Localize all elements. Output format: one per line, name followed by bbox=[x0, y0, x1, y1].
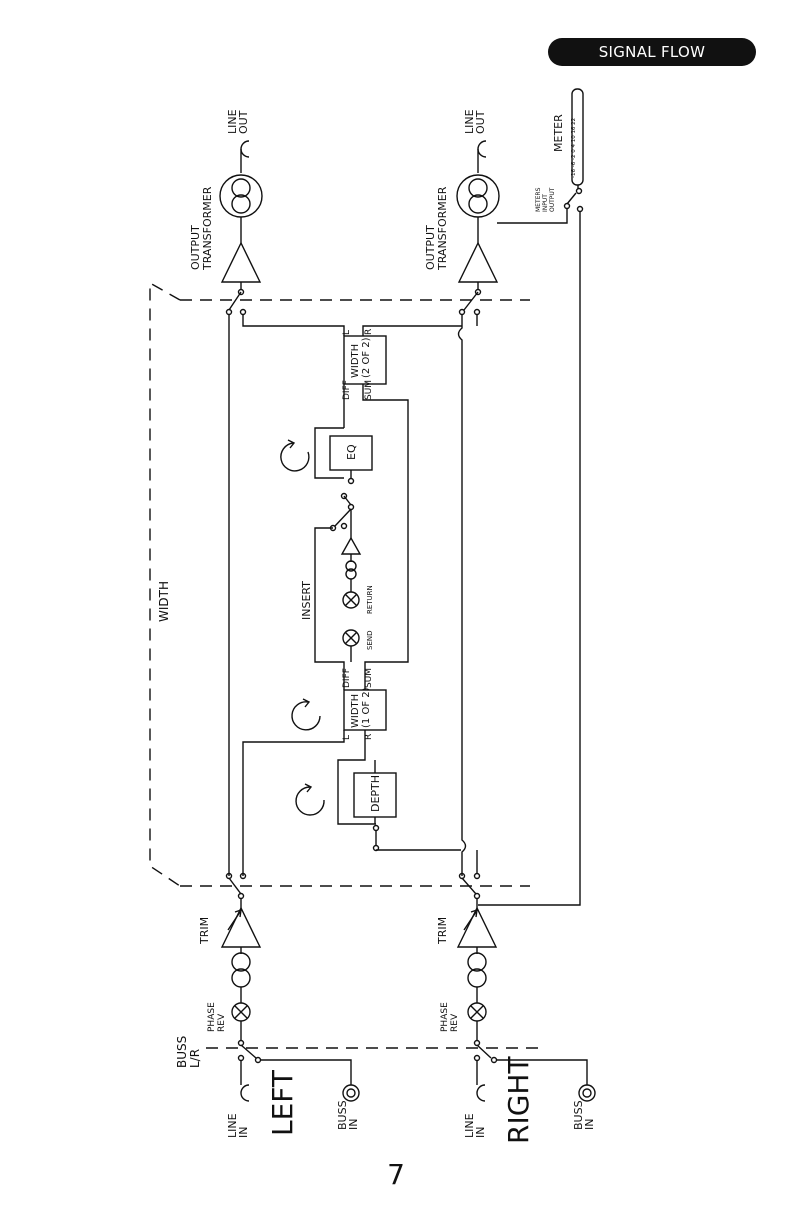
right-trim-arrow-icon bbox=[464, 912, 476, 930]
meters-switch-label: METERSINPUTOUTPUT bbox=[535, 187, 556, 212]
meter-scale-label: -16 -6 -2 0 4 10 16 22 bbox=[571, 118, 577, 178]
right-line-out-jack bbox=[478, 141, 486, 157]
right-channel-label: RIGHT bbox=[502, 1056, 535, 1144]
eq-label: EQ bbox=[345, 444, 358, 460]
send-label: SEND bbox=[366, 631, 374, 651]
left-phase-rev-label: PHASEREV bbox=[207, 1002, 227, 1032]
right-buss-in-label: BUSSIN bbox=[572, 1100, 596, 1130]
depth-rotate-icon bbox=[296, 787, 324, 815]
left-trim-label: TRIM bbox=[198, 917, 211, 945]
left-line-in-label: LINEIN bbox=[226, 1113, 250, 1138]
left-output-transformer-label: OUTPUTTRANSFORMER bbox=[189, 186, 214, 271]
right-output-transformer-label: OUTPUTTRANSFORMER bbox=[424, 186, 449, 271]
width-2-label: WIDTH(2 OF 2) bbox=[350, 337, 372, 378]
left-line-in-jack bbox=[241, 1085, 249, 1101]
width-2-diff-label: DIFF bbox=[342, 380, 352, 400]
return-level-icon bbox=[343, 592, 359, 608]
right-channel bbox=[457, 89, 595, 1101]
insert-label: INSERT bbox=[300, 581, 313, 620]
left-buss-in-jack bbox=[343, 1085, 359, 1101]
width-2-sum-label: SUM bbox=[364, 380, 374, 400]
eq-rotate-icon bbox=[281, 443, 309, 471]
return-amp-icon bbox=[342, 538, 360, 554]
width-section-label: WIDTH bbox=[157, 581, 171, 622]
width-1-sum-label: SUM bbox=[364, 668, 374, 688]
left-line-out-label: LINEOUT bbox=[226, 109, 250, 134]
right-buss-in-jack bbox=[579, 1085, 595, 1101]
left-output-transformer-icon bbox=[220, 175, 262, 217]
buss-lr-label: BUSSL/R bbox=[175, 1036, 202, 1068]
send-level-icon bbox=[343, 630, 359, 646]
right-phase-rev-icon bbox=[468, 1003, 486, 1021]
right-phase-rev-label: PHASEREV bbox=[440, 1002, 460, 1032]
left-trim-arrow-icon bbox=[228, 912, 240, 930]
left-output-amp-icon bbox=[222, 243, 260, 282]
left-phase-rev-icon bbox=[232, 1003, 250, 1021]
left-buss-in-label: BUSSIN bbox=[336, 1100, 360, 1130]
width-1-diff-label: DIFF bbox=[342, 668, 352, 688]
width-2-r-label: R bbox=[364, 329, 374, 335]
return-label: RETURN bbox=[366, 585, 374, 614]
right-trim-label: TRIM bbox=[436, 917, 449, 945]
left-channel bbox=[220, 141, 462, 1101]
width-2-l-label: L bbox=[342, 330, 352, 335]
depth-label: DEPTH bbox=[369, 775, 382, 812]
right-output-amp-icon bbox=[459, 243, 497, 282]
width-1-label: WIDTH(1 OF 2) bbox=[350, 687, 372, 728]
width-1-r-label: R bbox=[364, 734, 374, 740]
page-number: 7 bbox=[0, 1158, 792, 1191]
right-line-in-label: LINEIN bbox=[463, 1113, 487, 1138]
right-line-in-jack bbox=[477, 1085, 485, 1101]
left-input-transformer-icon bbox=[232, 953, 250, 987]
left-channel-label: LEFT bbox=[266, 1069, 299, 1136]
meter-label: METER bbox=[552, 114, 565, 152]
width-1-l-label: L bbox=[342, 735, 352, 740]
right-input-transformer-icon bbox=[468, 953, 486, 987]
right-line-out-label: LINEOUT bbox=[463, 109, 487, 134]
left-line-out-jack bbox=[241, 141, 249, 157]
right-output-transformer-icon bbox=[457, 175, 499, 217]
